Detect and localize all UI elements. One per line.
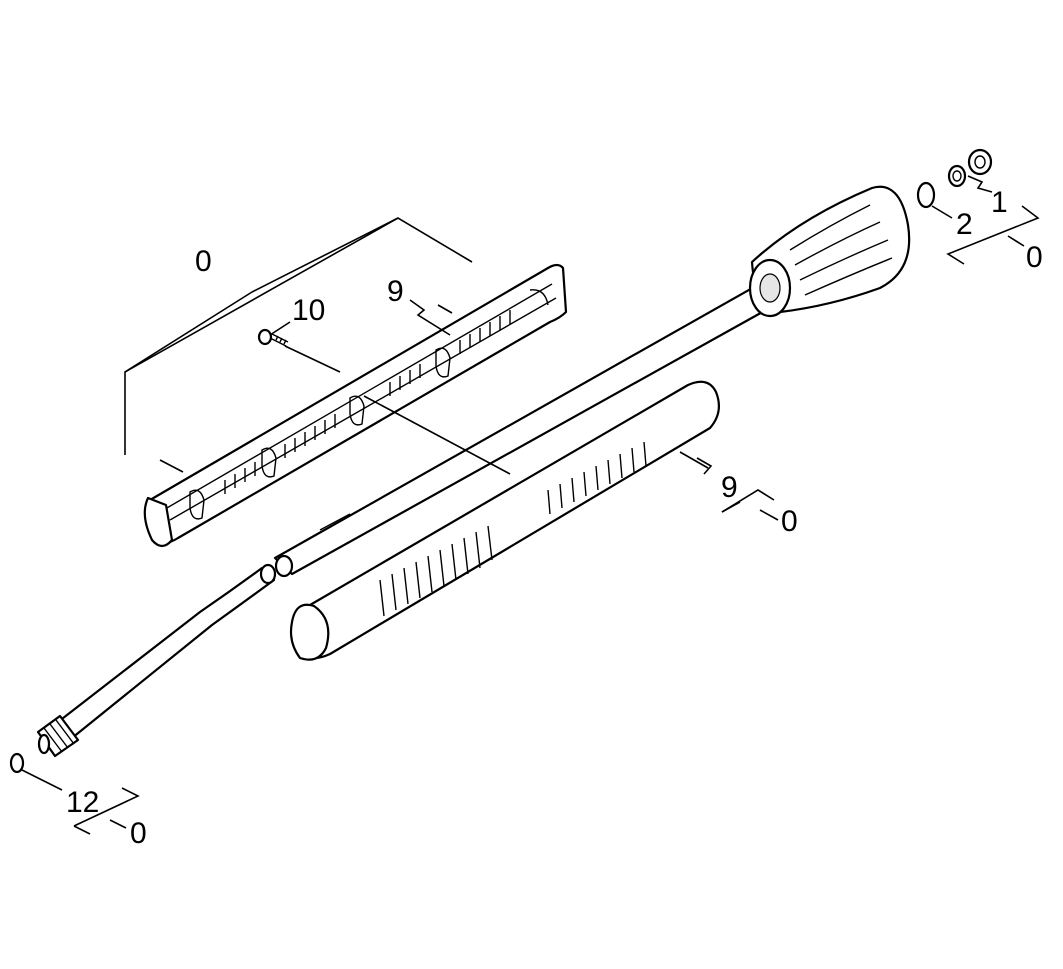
handle-half-shell xyxy=(143,263,568,548)
callout-clip-lower: 9 xyxy=(721,471,738,504)
callout-screw: 10 xyxy=(292,294,325,327)
screw-icon xyxy=(257,328,289,347)
callout-seal-kit: 0 xyxy=(1026,241,1043,274)
callout-clip-upper: 9 xyxy=(387,275,404,308)
callout-washers: 1 xyxy=(991,186,1008,219)
bent-lance-tube xyxy=(36,563,277,758)
callout-seal-ring: 2 xyxy=(956,208,973,241)
callout-handle-assembly: 0 xyxy=(195,245,212,278)
callout-nozzle-kit: 0 xyxy=(130,817,147,850)
o-ring-icon xyxy=(9,752,25,774)
spray-lance xyxy=(273,185,911,578)
callout-oring-nozzle: 12 xyxy=(66,786,99,819)
washers-icon xyxy=(947,148,993,188)
seal-ring-icon xyxy=(916,181,936,209)
callout-clip-lower-kit: 0 xyxy=(781,505,798,538)
leader-lines xyxy=(21,175,1040,835)
handle-grip xyxy=(289,380,721,661)
